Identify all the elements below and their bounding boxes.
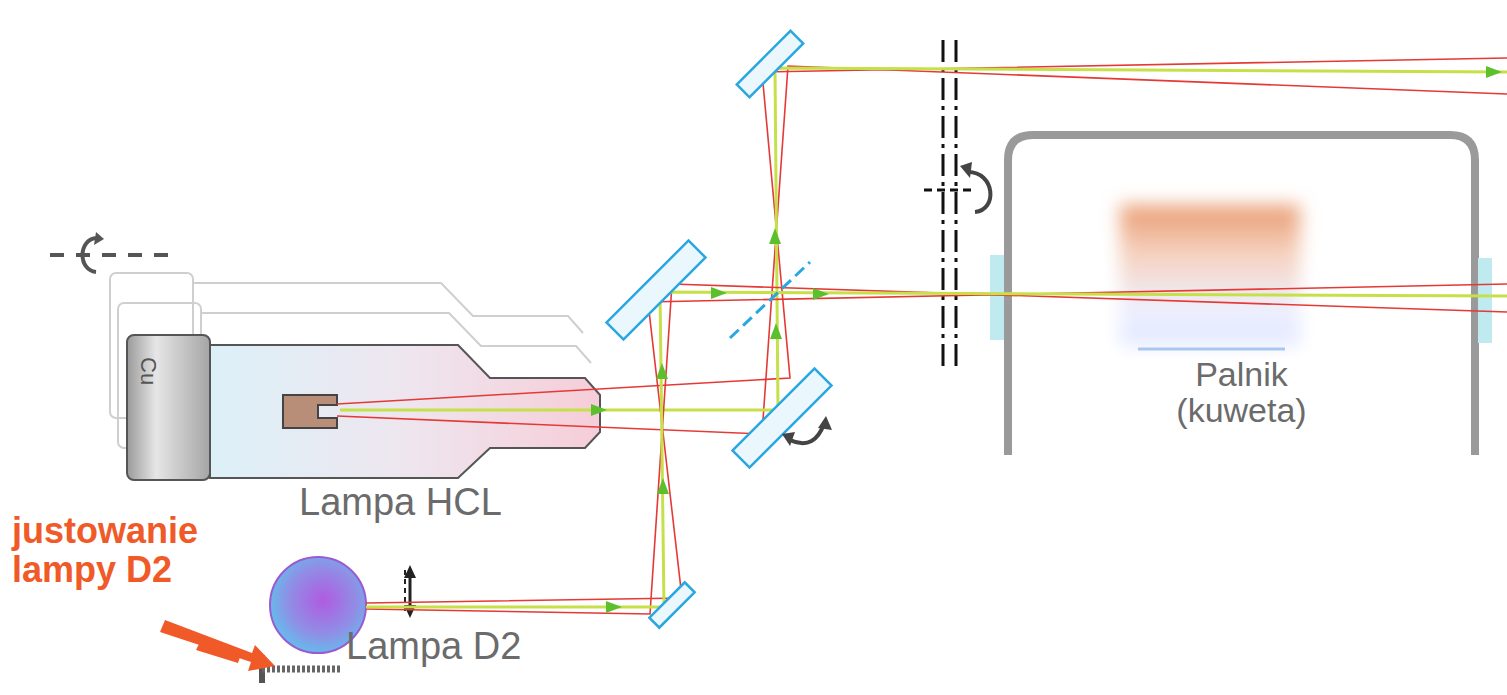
chopper-line	[942, 40, 945, 370]
arrow-head	[782, 432, 795, 446]
burner-label: Palnik (kuweta)	[1132, 357, 1352, 428]
mirror	[649, 582, 694, 627]
beam-arrow	[606, 601, 622, 613]
mirror	[737, 31, 803, 97]
turret-rotation	[50, 232, 175, 272]
d2-lamp-node: Lampa D2	[270, 557, 366, 653]
beam-arrow	[813, 288, 829, 300]
hcl-lamp	[127, 335, 600, 480]
beam-arrow	[711, 287, 727, 299]
element-symbol: Cu	[135, 357, 161, 385]
light-beam	[340, 68, 1507, 410]
callout-label: justowanie lampy D2	[12, 512, 282, 590]
lamp-label: Lampa HCL	[299, 481, 502, 524]
pointer-arrow	[160, 620, 275, 671]
mirror	[733, 369, 832, 468]
adjust-arrow	[409, 575, 412, 610]
light-beam	[337, 66, 1507, 434]
arrow-head	[94, 232, 104, 245]
flame	[1120, 205, 1300, 345]
light-beam	[366, 284, 1507, 614]
light-beams	[337, 58, 1507, 614]
window	[990, 255, 1004, 340]
light-beam	[366, 284, 1507, 603]
beam-arrow	[1486, 66, 1502, 78]
beam-arrow	[769, 228, 781, 244]
burner-node: Palnik (kuweta)	[1008, 135, 1475, 455]
mirrors	[607, 31, 832, 628]
adjust-screw	[262, 666, 340, 673]
beam-arrow	[656, 363, 668, 379]
red-arrow	[196, 642, 240, 663]
red-arrow	[160, 620, 275, 671]
arrow-head	[960, 162, 972, 178]
arrow-head	[818, 416, 832, 430]
burner-slot	[1138, 348, 1285, 351]
beam-arrow	[770, 323, 782, 339]
axis-line	[50, 253, 175, 257]
mirror-rotation	[782, 416, 832, 446]
lamp-cap	[127, 335, 210, 480]
lamp-label: Lampa D2	[346, 625, 521, 668]
arrow-head	[404, 565, 416, 578]
beam-arrow	[657, 478, 669, 494]
cathode	[283, 395, 337, 428]
beam-arrow	[591, 404, 607, 416]
chopper	[924, 40, 990, 370]
chopper-line	[955, 40, 958, 370]
beam-splitter	[730, 262, 810, 338]
mirror	[607, 241, 706, 340]
ghost-body	[193, 283, 583, 333]
rotation-arrow	[83, 238, 97, 272]
light-beam	[366, 292, 1507, 607]
light-beam	[337, 58, 1507, 404]
hcl-lamp-node: CuLampa HCL	[127, 335, 602, 480]
chopper-axis	[924, 189, 975, 192]
rotation-arrow	[968, 172, 990, 212]
window	[1478, 258, 1492, 343]
